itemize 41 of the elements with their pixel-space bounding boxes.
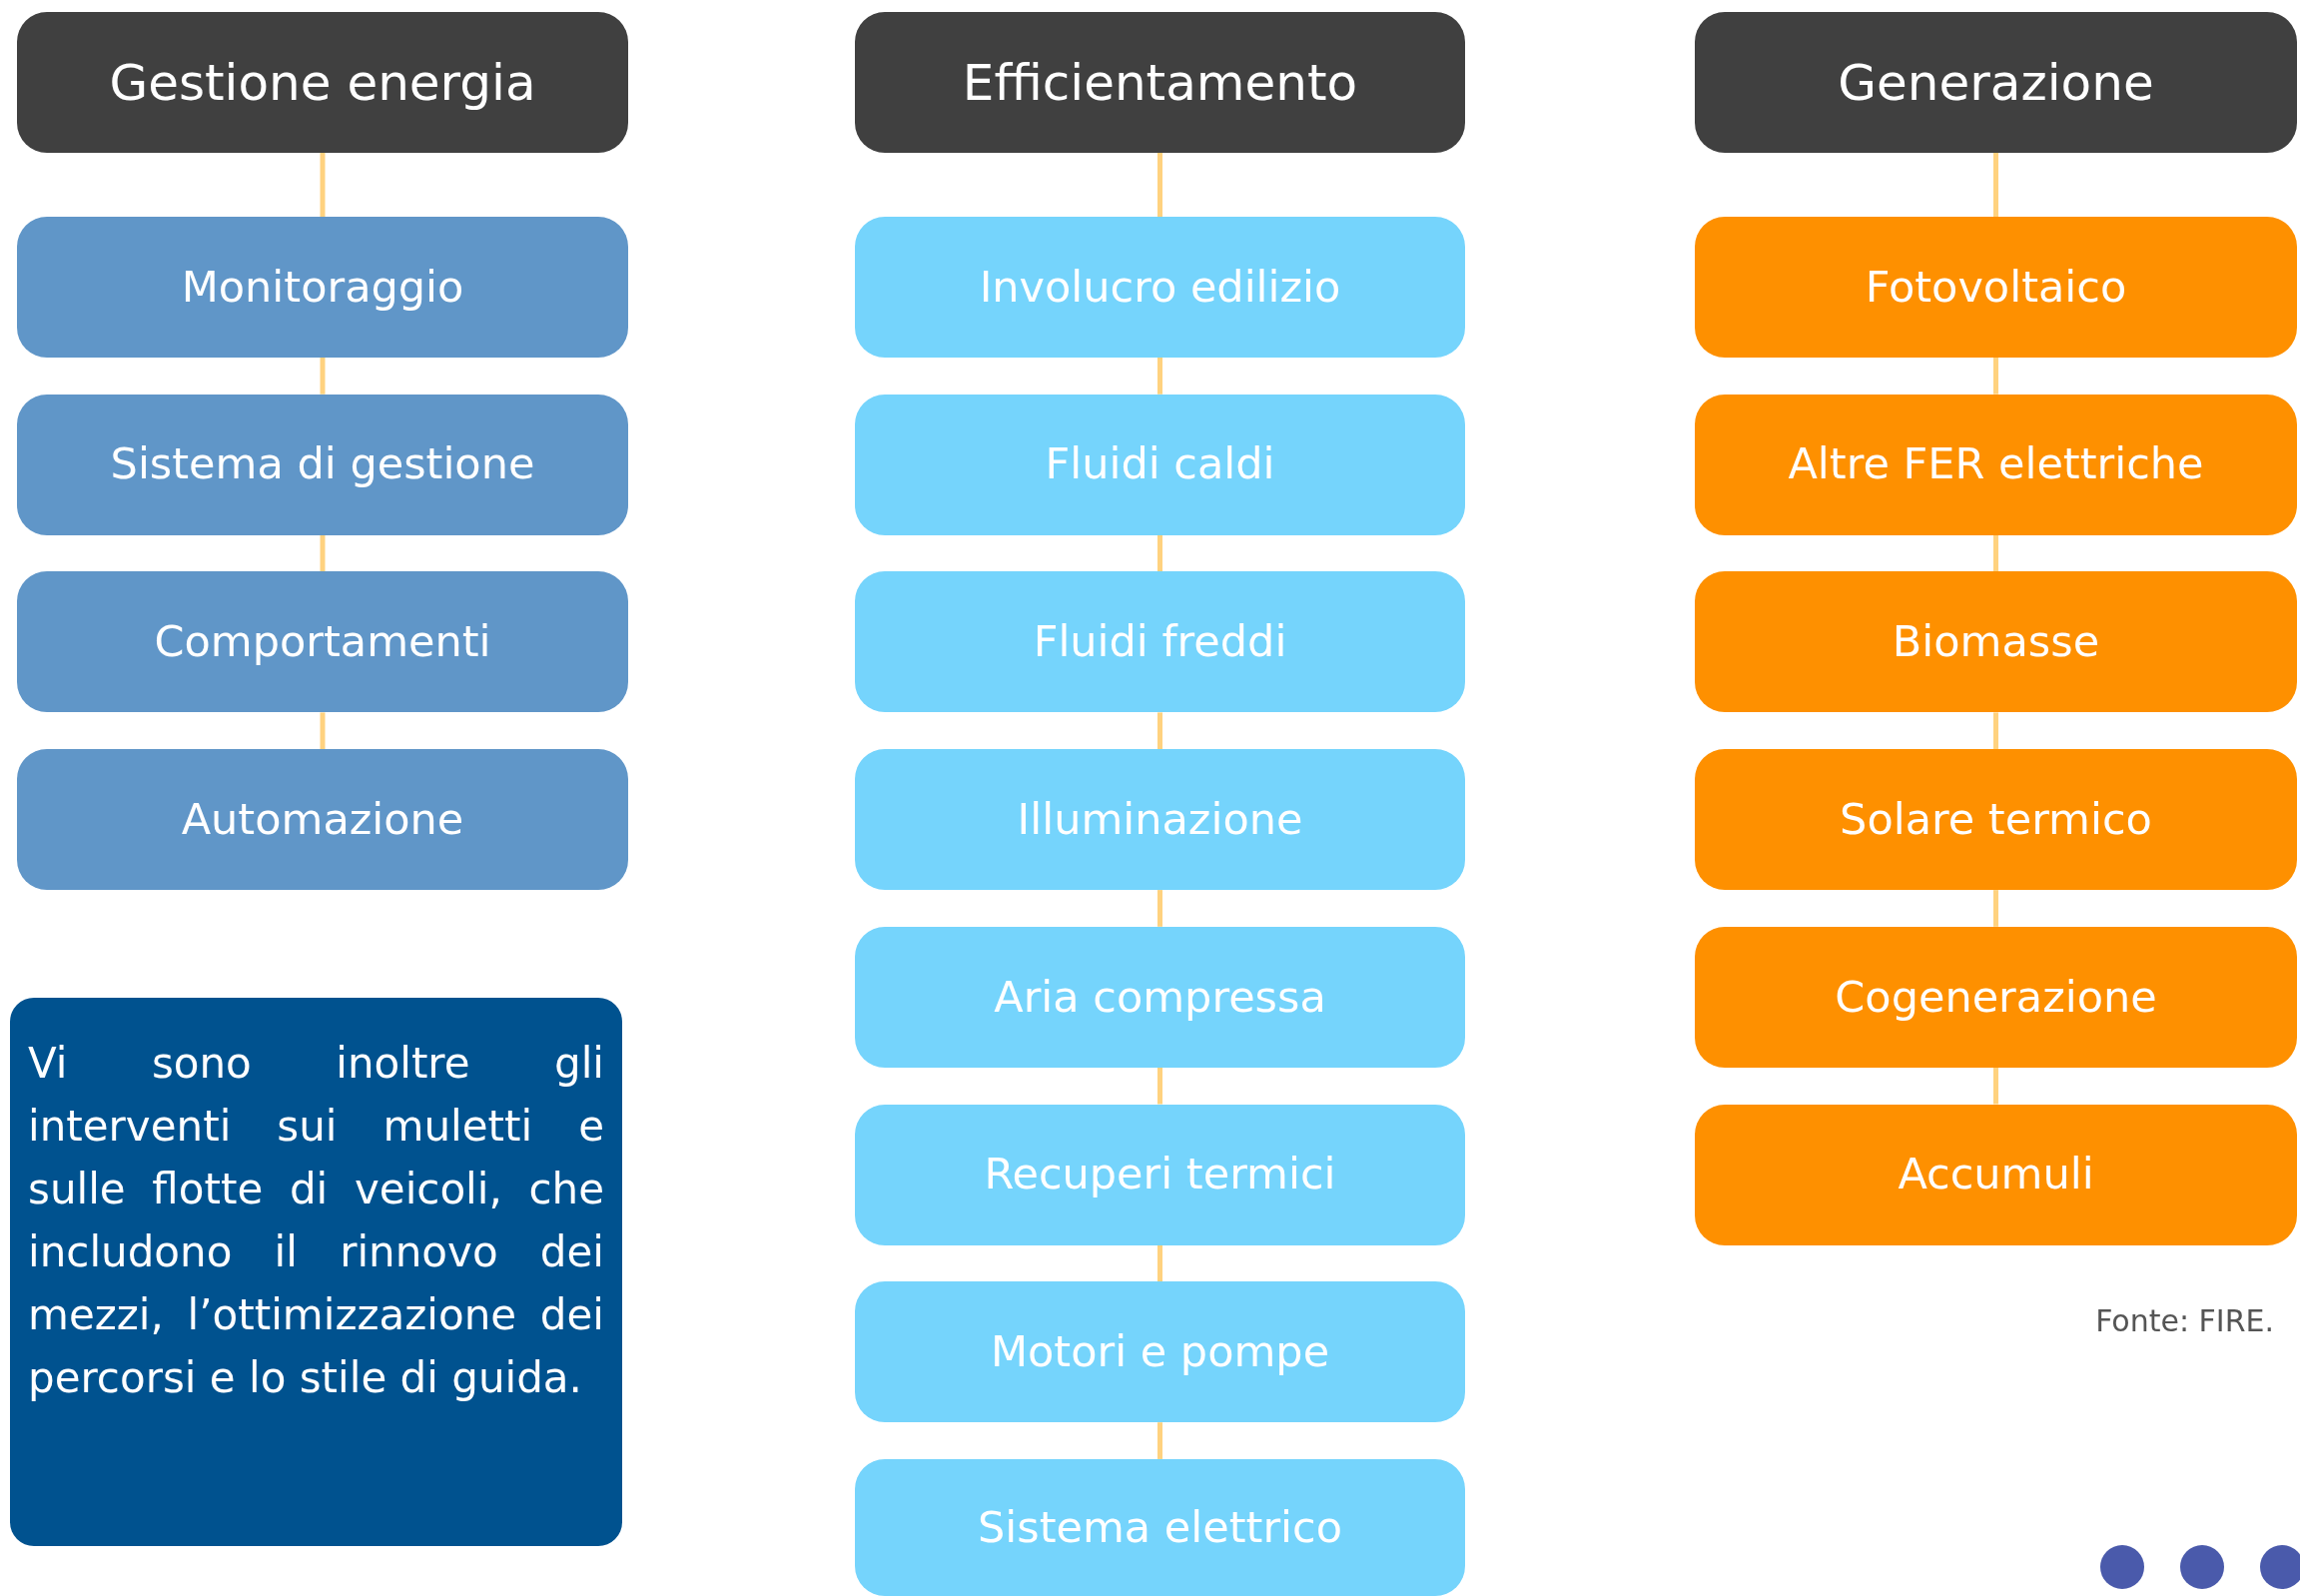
category-item-box: Sistema di gestione <box>17 394 628 535</box>
connector-line <box>320 358 326 395</box>
connector-line <box>1993 153 1998 217</box>
category-item-box: Aria compressa <box>855 926 1465 1068</box>
category-item-box: Motori e pompe <box>855 1281 1465 1423</box>
category-item-box: Fotovoltaico <box>1695 217 2297 358</box>
category-item-box: Automazione <box>17 749 628 891</box>
connector-line <box>1157 1067 1162 1105</box>
category-item-box: Monitoraggio <box>17 217 628 358</box>
connector-line <box>1157 1244 1162 1282</box>
category-item-box: Cogenerazione <box>1695 926 2297 1068</box>
connector-line <box>320 534 326 572</box>
connector-line <box>1993 712 1998 750</box>
category-item-box: Involucro edilizio <box>855 217 1465 358</box>
category-item-box: Comportamenti <box>17 571 628 713</box>
category-item-box: Fluidi freddi <box>855 571 1465 713</box>
category-item-box: Accumuli <box>1695 1104 2297 1245</box>
note-text: Vi sono inoltre gli interventi sui muletti e sulle flotte di veicoli, che includono il rinnovo dei mezzi, l’ottimizzazione dei percorsi e lo stile di guida. <box>28 1038 604 1404</box>
category-header-box: Generazione <box>1695 12 2297 153</box>
category-header-box: Efficientamento <box>855 12 1465 153</box>
connector-line <box>1157 153 1162 217</box>
connector-line <box>320 153 326 217</box>
connector-line <box>1993 1067 1998 1105</box>
connector-line <box>1993 534 1998 572</box>
connector-line <box>320 712 326 750</box>
category-item-box: Solare termico <box>1695 749 2297 891</box>
category-header-box: Gestione energia <box>17 12 628 153</box>
connector-line <box>1157 358 1162 395</box>
category-item-box: Biomasse <box>1695 571 2297 713</box>
category-item-box: Altre FER elettriche <box>1695 394 2297 535</box>
category-item-box: Sistema elettrico <box>855 1458 1465 1596</box>
connector-line <box>1993 890 1998 927</box>
connector-line <box>1993 358 1998 395</box>
connector-line <box>1157 1422 1162 1459</box>
category-item-box: Recuperi termici <box>855 1104 1465 1245</box>
connector-line <box>1157 890 1162 927</box>
connector-line <box>1157 534 1162 572</box>
connector-line <box>1157 712 1162 750</box>
source-note: Fonte: FIRE. <box>2095 1303 2274 1338</box>
category-item-box: Illuminazione <box>855 749 1465 891</box>
category-item-box: Fluidi caldi <box>855 394 1465 535</box>
